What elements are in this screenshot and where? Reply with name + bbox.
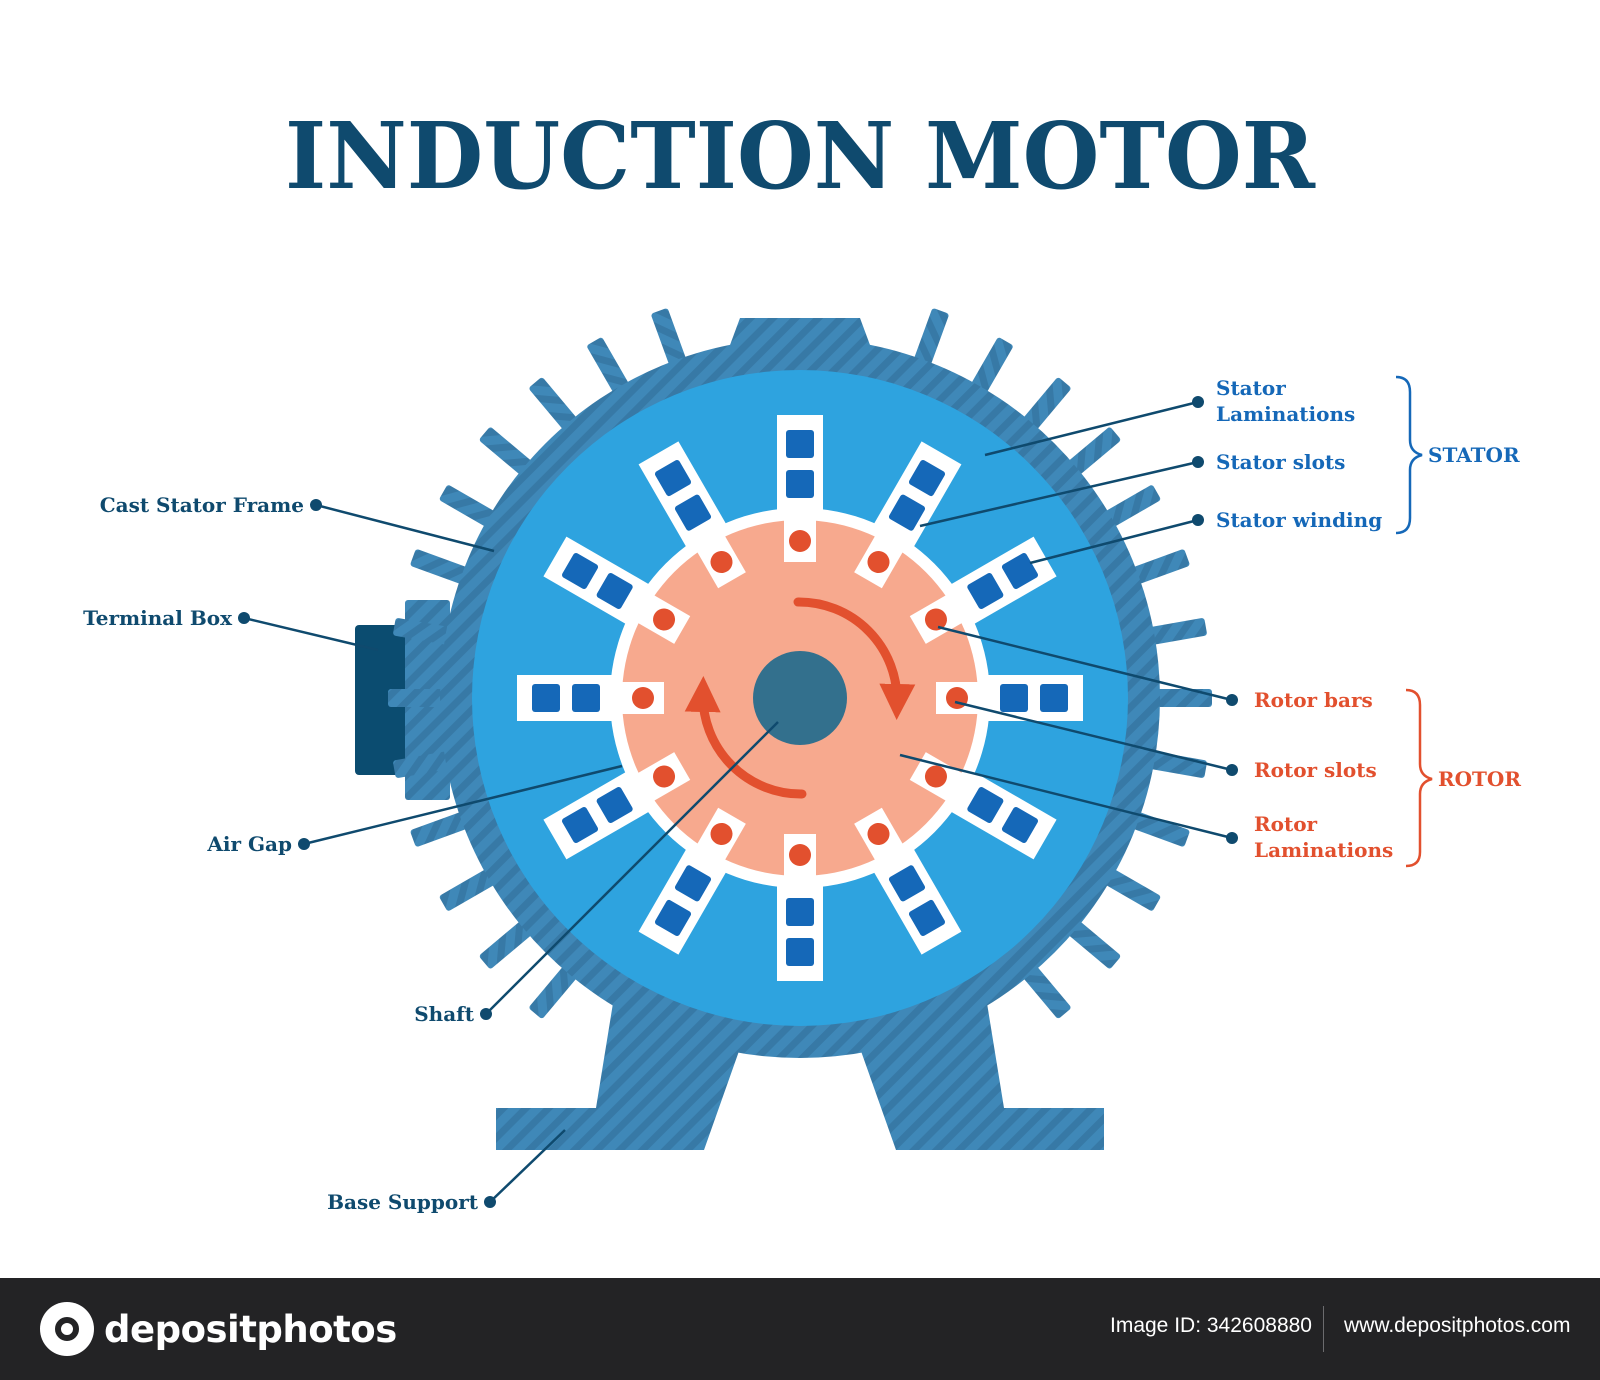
stator-winding-conductor	[786, 898, 814, 926]
stator-winding-conductor	[562, 806, 599, 844]
rotor-slot	[694, 530, 746, 589]
rotor-bar	[789, 530, 811, 552]
stator-slot	[951, 772, 1057, 860]
stator-winding-conductor	[674, 865, 712, 902]
stator-winding-conductor	[596, 572, 633, 610]
rotor-slot	[694, 807, 746, 866]
rotor-bracket	[1405, 688, 1433, 868]
stator-winding-conductor	[888, 494, 926, 531]
stator-slot	[638, 441, 726, 547]
label-rotor-bars: Rotor bars	[1254, 688, 1373, 712]
stator-winding-conductor	[888, 865, 926, 902]
stator-winding-conductor	[967, 786, 1004, 824]
rotor-bar	[867, 822, 890, 845]
rotor-bar	[867, 551, 890, 574]
stator-bracket	[1395, 375, 1423, 535]
rotor-slot	[854, 530, 906, 589]
stator-slot	[777, 415, 823, 510]
leader-lines	[243, 400, 1233, 1203]
stator-slot	[874, 441, 962, 547]
rotor-bar	[653, 608, 676, 631]
stator-slot	[543, 536, 649, 624]
stator-winding-conductor	[562, 552, 599, 590]
shaft	[753, 651, 847, 745]
label-rotor-laminations-line2: Laminations	[1254, 838, 1393, 862]
label-cast-stator-frame: Cast Stator Frame	[100, 493, 304, 517]
stator-winding-conductor	[674, 494, 712, 531]
stator-slots	[517, 415, 1083, 981]
stator-winding-conductor	[967, 572, 1004, 610]
rotor-slot	[784, 514, 816, 562]
label-stator-laminations-line1: Stator	[1216, 376, 1286, 400]
stator-slot	[777, 886, 823, 981]
rotor-slot	[616, 682, 664, 714]
stator-winding-conductor	[654, 899, 692, 936]
rotor-slot	[936, 682, 984, 714]
rotor-slot	[854, 807, 906, 866]
brand[interactable]: depositphotos	[40, 1300, 397, 1358]
label-stator-winding: Stator winding	[1216, 508, 1382, 532]
label-shaft: Shaft	[414, 1002, 475, 1026]
label-rotor-laminations-line1: Rotor	[1254, 812, 1318, 836]
depositphotos-logo-icon	[40, 1302, 94, 1356]
stator-slot	[517, 675, 612, 721]
stator-slot	[638, 849, 726, 955]
stator-winding-conductor	[1000, 684, 1028, 712]
label-rotor-group: ROTOR	[1438, 767, 1521, 791]
stator-winding-conductor	[908, 460, 946, 497]
stator-winding-conductor	[908, 899, 946, 936]
rotor-bar	[924, 765, 947, 788]
site-url[interactable]: www.depositphotos.com	[1344, 1314, 1571, 1337]
rotor-bar	[653, 765, 676, 788]
stator-slot	[874, 849, 962, 955]
rotor-slot	[909, 592, 968, 644]
rotation-arrow-bottom	[684, 676, 807, 799]
rotor-bar	[710, 822, 733, 845]
stator-winding-conductor	[1001, 552, 1038, 590]
stator-winding-conductor	[786, 470, 814, 498]
footer-divider	[1323, 1306, 1324, 1352]
label-rotor-slots: Rotor slots	[1254, 758, 1377, 782]
rotor-bar	[789, 844, 811, 866]
stator-slot	[543, 772, 649, 860]
label-stator-laminations-line2: Laminations	[1216, 402, 1355, 426]
stator-winding-conductor	[786, 938, 814, 966]
stator-winding-conductor	[786, 430, 814, 458]
rotor-slot	[909, 752, 968, 804]
label-air-gap: Air Gap	[206, 832, 292, 856]
stator-winding-conductor	[532, 684, 560, 712]
stator-winding-conductor	[596, 786, 633, 824]
stator-slot	[951, 536, 1057, 624]
label-terminal-box: Terminal Box	[83, 606, 233, 630]
rotor-bar	[710, 551, 733, 574]
rotor-slot	[784, 834, 816, 882]
label-base-support: Base Support	[327, 1190, 479, 1214]
label-stator-group: STATOR	[1428, 443, 1520, 467]
rotor-bar	[946, 687, 968, 709]
stator-winding-conductor	[654, 460, 692, 497]
rotor-slot	[632, 752, 691, 804]
rotor-bar	[924, 608, 947, 631]
rotor-bar	[632, 687, 654, 709]
page-title: INDUCTION MOTOR	[285, 102, 1316, 210]
stator-winding-conductor	[1001, 806, 1038, 844]
image-id: Image ID: 342608880	[1110, 1314, 1312, 1337]
leader-dots	[238, 396, 1238, 1208]
stator-winding-conductor	[572, 684, 600, 712]
rotor-slots	[616, 514, 984, 882]
footer-bar: depositphotos Image ID: 342608880 www.de…	[0, 1278, 1600, 1380]
rotation-arrow-top	[793, 597, 916, 720]
stator-winding-conductor	[1040, 684, 1068, 712]
brand-name: depositphotos	[104, 1307, 397, 1351]
label-stator-slots: Stator slots	[1216, 450, 1345, 474]
rotor-slot	[632, 592, 691, 644]
